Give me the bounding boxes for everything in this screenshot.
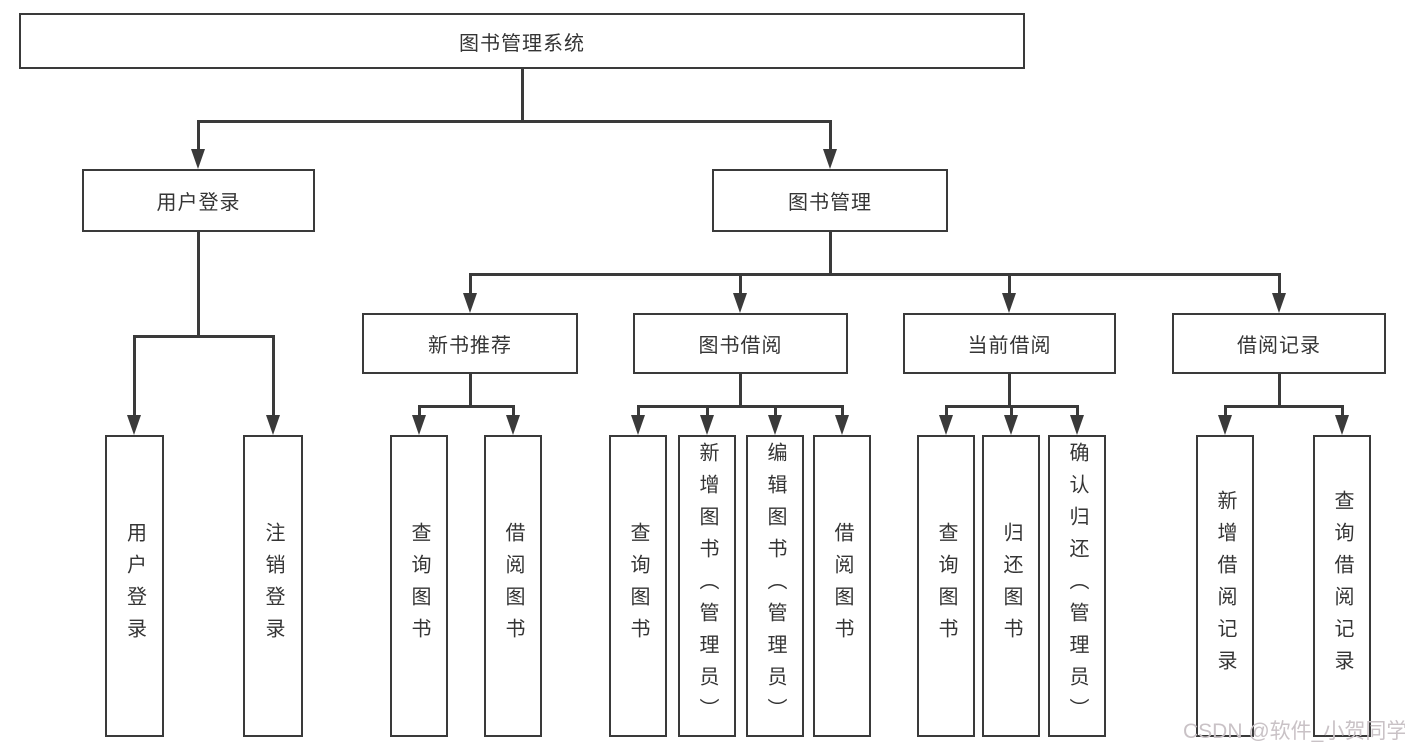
arrow-down-icon [1070,415,1084,435]
connector-drop [706,405,709,416]
arrow-down-icon [835,415,849,435]
node-book-management: 图书管理 [712,169,948,232]
node-label: 归还图书 [1000,522,1022,650]
node-leaf-return-books: 归还图书 [982,435,1040,737]
node-leaf-add-books-admin: 新增图书（管理员） [678,435,736,737]
node-label: 查询图书 [935,522,957,650]
connector-current-stem [1008,373,1011,406]
arrow-down-icon [191,149,205,169]
connector-bookmgmt-rail [469,273,1279,276]
connector-root-stem [521,68,524,121]
connector-drop [1224,405,1227,416]
connector-root-rail [197,120,831,123]
connector-drop [829,120,832,151]
node-label: 查询图书 [627,522,649,650]
node-label: 借阅记录 [1237,335,1321,357]
node-label: 注销登录 [262,522,284,650]
node-label: 编辑图书（管理员） [764,442,786,730]
connector-drop [133,335,136,416]
arrow-down-icon [266,415,280,435]
node-leaf-borrow-books: 借阅图书 [813,435,871,737]
node-label: 当前借阅 [967,335,1052,357]
node-leaf-logout: 注销登录 [243,435,303,737]
connector-userlogin-stem [197,231,200,336]
connector-drop [512,405,515,416]
node-label: 查询借阅记录 [1331,490,1353,682]
connector-drop [197,120,200,151]
node-label: 用户登录 [123,522,146,650]
node-leaf-borrow-books-recommend: 借阅图书 [484,435,542,737]
node-leaf-query-books: 查询图书 [609,435,667,737]
arrow-down-icon [1218,415,1232,435]
csdn-watermark: CSDN @软件_小贺同学 [1183,720,1405,743]
node-leaf-user-login: 用户登录 [105,435,164,737]
node-root: 图书管理系统 [19,13,1025,69]
arrow-down-icon [768,415,782,435]
connector-records-rail [1224,405,1342,408]
node-label: 新增图书（管理员） [696,442,718,730]
node-label: 借阅图书 [502,522,524,650]
connector-drop [469,273,472,294]
node-label: 查询图书 [408,522,430,650]
arrow-down-icon [127,415,141,435]
connector-drop [1008,273,1011,294]
node-label: 借阅图书 [831,522,853,650]
connector-drop [739,273,742,294]
node-label: 确认归还（管理员） [1066,442,1088,730]
connector-drop [774,405,777,416]
node-leaf-query-current: 查询图书 [917,435,975,737]
arrow-down-icon [1272,293,1286,313]
arrow-down-icon [631,415,645,435]
arrow-down-icon [412,415,426,435]
connector-drop [1076,405,1079,416]
node-current-borrow: 当前借阅 [903,313,1116,374]
connector-drop [637,405,640,416]
connector-newrec-stem [469,373,472,406]
connector-drop [1278,273,1281,294]
arrow-down-icon [1335,415,1349,435]
arrow-down-icon [823,149,837,169]
connector-bookmgmt-stem [829,231,832,274]
node-label: 图书管理 [788,192,872,214]
node-user-login: 用户登录 [82,169,315,232]
node-label: 用户登录 [156,192,241,214]
arrow-down-icon [1004,415,1018,435]
arrow-down-icon [939,415,953,435]
node-leaf-query-borrow-record: 查询借阅记录 [1313,435,1371,737]
connector-drop [418,405,421,416]
connector-borrow-rail [637,405,842,408]
node-label: 图书管理系统 [459,32,585,55]
arrow-down-icon [733,293,747,313]
node-leaf-confirm-return-admin: 确认归还（管理员） [1048,435,1106,737]
node-leaf-query-books-recommend: 查询图书 [390,435,448,737]
connector-drop [272,335,275,416]
arrow-down-icon [506,415,520,435]
node-new-book-recommend: 新书推荐 [362,313,578,374]
arrow-down-icon [463,293,477,313]
node-leaf-edit-books-admin: 编辑图书（管理员） [746,435,804,737]
connector-drop [1010,405,1013,416]
node-book-borrow: 图书借阅 [633,313,848,374]
arrow-down-icon [700,415,714,435]
node-leaf-add-borrow-record: 新增借阅记录 [1196,435,1254,737]
connector-userlogin-rail [133,335,274,338]
connector-records-stem [1278,373,1281,406]
connector-drop [945,405,948,416]
node-borrow-records: 借阅记录 [1172,313,1386,374]
connector-drop [1341,405,1344,416]
arrow-down-icon [1002,293,1016,313]
connector-drop [841,405,844,416]
node-label: 新增借阅记录 [1214,490,1236,682]
node-label: 新书推荐 [428,335,512,357]
connector-borrow-stem [739,373,742,406]
node-label: 图书借阅 [698,335,783,357]
connector-newrec-rail [418,405,514,408]
